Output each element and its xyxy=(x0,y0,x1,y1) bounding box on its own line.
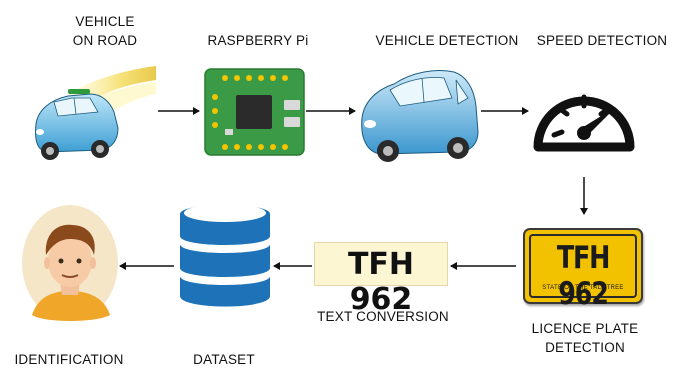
label-identification: IDENTIFICATION xyxy=(14,352,124,367)
label-text-conversion: TEXT CONVERSION xyxy=(317,309,449,324)
label-dataset: DATASET xyxy=(193,352,255,367)
plate-state-text: STATE OF THE TALL TREE xyxy=(542,285,624,291)
label-licence-plate-detection: LICENCE PLATE DETECTION xyxy=(531,321,639,355)
circuit-board-icon xyxy=(203,67,306,159)
person-avatar-icon xyxy=(20,203,124,323)
label-vehicle-on-road: VEHICLE ON ROAD xyxy=(72,14,138,48)
label-vehicle-detection: VEHICLE DETECTION xyxy=(375,33,519,48)
plate-text-box: TFH 962 xyxy=(314,242,448,317)
label-speed-detection: SPEED DETECTION xyxy=(536,33,668,48)
converted-plate-text: TFH 962 xyxy=(347,247,415,317)
car-icon xyxy=(356,58,482,162)
speedometer-icon xyxy=(532,73,636,155)
label-raspberry-pi: RASPBERRY Pi xyxy=(207,33,309,48)
car-on-road-icon xyxy=(28,56,158,166)
plate-number-text: TFH 962 xyxy=(556,240,611,312)
database-icon xyxy=(176,200,274,310)
licence-plate-icon: TFH 962 STATE OF THE TALL TREE xyxy=(523,228,643,312)
